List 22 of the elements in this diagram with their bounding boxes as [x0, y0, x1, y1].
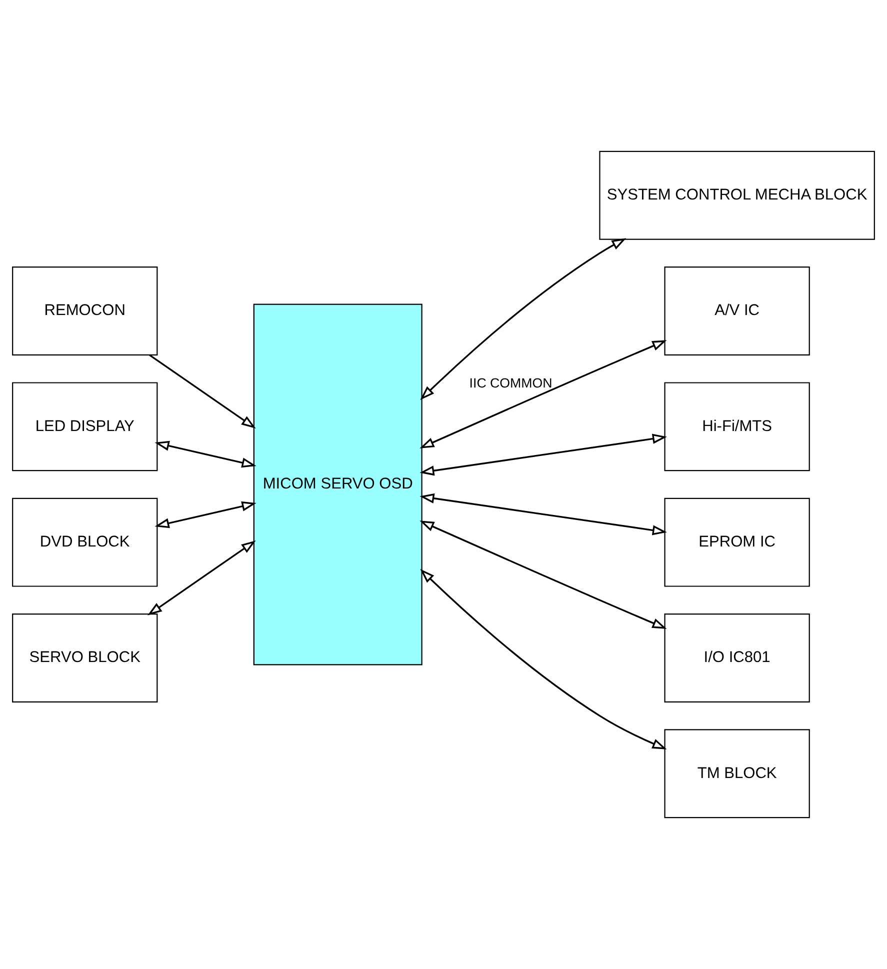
arrow [149, 354, 256, 429]
arrow [420, 569, 667, 750]
arrow [420, 493, 667, 536]
arrow [420, 340, 667, 448]
arrow [148, 540, 256, 616]
node-box: Hi-Fi/MTS [664, 382, 810, 472]
node-box: SYSTEM CONTROL MECHA BLOCK [599, 150, 875, 240]
node-box: REMOCON [12, 266, 158, 356]
node-box: TM BLOCK [664, 729, 810, 818]
node-box: DVD BLOCK [12, 498, 158, 587]
arrow [154, 440, 256, 468]
arrow [420, 238, 626, 400]
node-box: I/O IC801 [664, 614, 810, 702]
arrow [420, 434, 667, 476]
node-box: LED DISPLAY [12, 382, 158, 472]
node-box: A/V IC [664, 266, 810, 356]
arrow [154, 501, 256, 528]
edge-label: IIC COMMON [469, 375, 552, 390]
node-box: MICOM SERVO OSD [253, 304, 422, 666]
node-box: SERVO BLOCK [12, 614, 158, 702]
arrow [420, 520, 667, 629]
node-box: EPROM IC [664, 498, 810, 587]
